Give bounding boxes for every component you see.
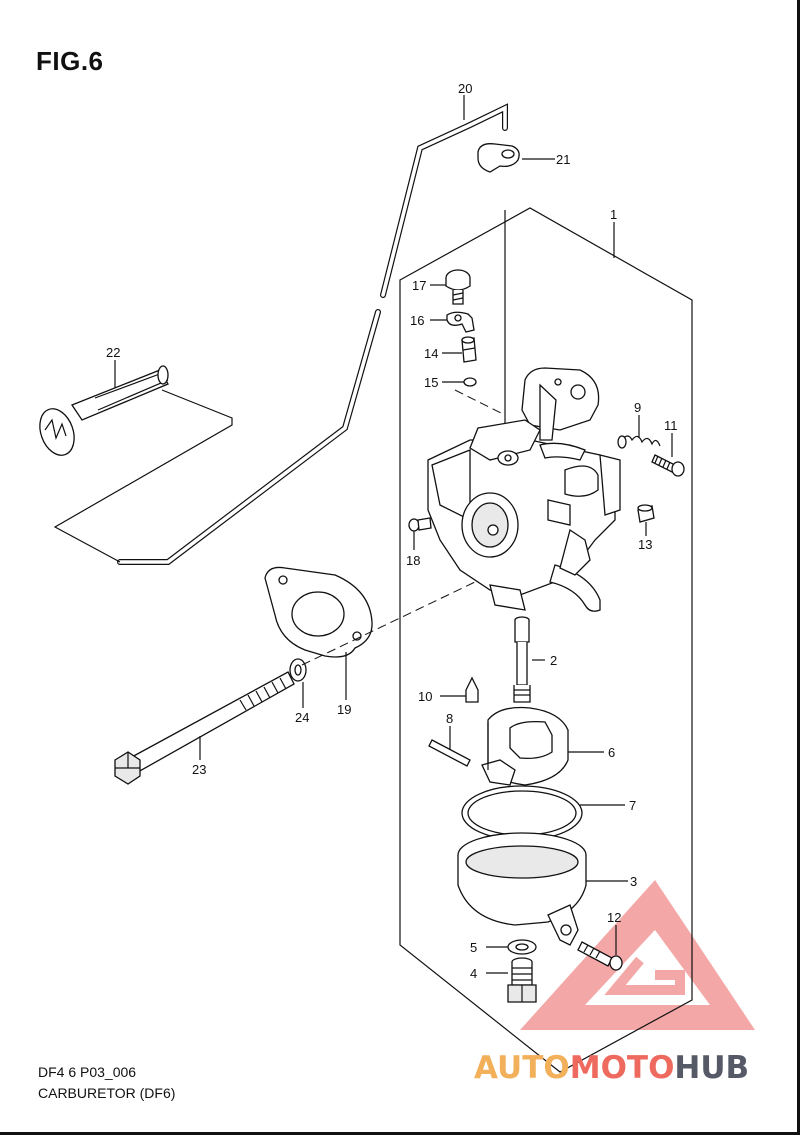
callout-7: 7	[629, 798, 636, 813]
part-21-clip	[477, 143, 520, 173]
callout-labels: 20 21 1 22 17 16 14 15 9 11 13 18 2 10 8…	[106, 81, 678, 981]
callout-20: 20	[458, 81, 472, 96]
frame-edge-right	[797, 0, 800, 1135]
part-19-gasket	[264, 566, 373, 658]
callout-17: 17	[412, 278, 426, 293]
watermark-logo-text: AUTOMOTOHUB	[474, 1050, 749, 1086]
frame-edge-bottom	[0, 1132, 800, 1135]
part-5-washer	[507, 939, 537, 955]
part-13-plug	[637, 504, 655, 523]
callout-3: 3	[630, 874, 637, 889]
figure-title: FIG.6	[36, 46, 104, 76]
callout-10: 10	[418, 689, 432, 704]
callout-5: 5	[470, 940, 477, 955]
watermark-triangle	[520, 880, 755, 1030]
part-7-gasket-ring	[461, 785, 583, 841]
callout-2: 2	[550, 653, 557, 668]
figure-name: CARBURETOR (DF6)	[38, 1085, 176, 1101]
callout-22: 22	[106, 345, 120, 360]
assembly-dashline-bolt	[301, 569, 501, 666]
part-12-screw	[577, 941, 623, 971]
part-24-washer	[289, 658, 307, 682]
part-20-choke-rod	[117, 103, 508, 565]
part-2-needle	[513, 616, 531, 703]
part-23-bolt	[114, 671, 295, 785]
watermark-part-hub: HUB	[674, 1050, 750, 1086]
callout-1: 1	[610, 207, 617, 222]
watermark-part-auto: AUTO	[474, 1050, 570, 1086]
callout-13: 13	[638, 537, 652, 552]
part-16-plate	[446, 311, 475, 333]
callout-12: 12	[607, 910, 621, 925]
part-22-plane	[53, 389, 233, 563]
assembly-dashline-top	[454, 389, 506, 416]
callout-21: 21	[556, 152, 570, 167]
part-8-pin	[428, 739, 471, 767]
part-22-choke-knob	[39, 365, 169, 456]
part-17-screw	[445, 269, 471, 305]
part-9-spring	[617, 435, 661, 449]
callout-9: 9	[634, 400, 641, 415]
part-3-float-bowl	[457, 832, 587, 946]
callout-6: 6	[608, 745, 615, 760]
callout-4: 4	[470, 966, 477, 981]
callout-8: 8	[446, 711, 453, 726]
callout-15: 15	[424, 375, 438, 390]
leader-lines	[114, 95, 673, 974]
part-10-valve	[465, 676, 479, 703]
part-6-float	[481, 706, 569, 786]
part-15-oring	[463, 377, 477, 387]
part-4-drain-bolt	[507, 957, 537, 1003]
callout-18: 18	[406, 553, 420, 568]
part-11-screw	[651, 454, 685, 477]
part-18-screw	[408, 517, 432, 532]
callout-16: 16	[410, 313, 424, 328]
callout-11: 11	[664, 418, 678, 433]
callout-23: 23	[192, 762, 206, 777]
callout-19: 19	[337, 702, 351, 717]
part-14-jet	[461, 336, 477, 363]
callout-14: 14	[424, 346, 438, 361]
callout-24: 24	[295, 710, 309, 725]
figure-code: DF4 6 P03_006	[38, 1064, 137, 1080]
carburetor-body	[427, 367, 621, 612]
watermark-part-moto: MOTO	[569, 1050, 675, 1086]
assembly-outline-box	[399, 207, 693, 1073]
